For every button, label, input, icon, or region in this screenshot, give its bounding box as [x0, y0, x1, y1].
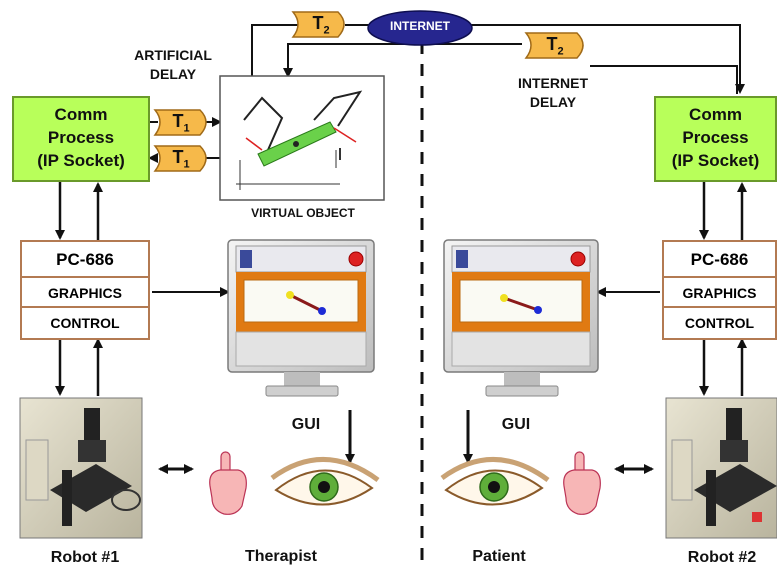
- comm-line-3: (IP Socket): [37, 151, 125, 170]
- t1-subscript: 1: [183, 158, 190, 171]
- internet-delay-line-2: DELAY: [529, 94, 577, 110]
- virtual-object-image: [219, 75, 385, 201]
- comm-line-3: (IP Socket): [671, 151, 760, 170]
- comm-line-2: Process: [47, 128, 115, 147]
- artificial-delay-label: ARTIFICIAL DELAY: [118, 46, 228, 84]
- t2-delay-icon-internet: [524, 32, 584, 59]
- comm-process-box-right: Comm Process (IP Socket): [654, 96, 777, 182]
- robot-1-label: Robot #1: [50, 549, 120, 566]
- comm-line-1: Comm: [54, 105, 108, 124]
- eye-icon-patient: [440, 457, 550, 506]
- artificial-delay-line-2: DELAY: [149, 66, 197, 82]
- t1-delay-icon-upper: [153, 109, 207, 136]
- internet-delay-label: INTERNET DELAY: [498, 74, 608, 112]
- artificial-delay-line-1: ARTIFICIAL: [134, 47, 212, 63]
- gui-label-left: GUI: [291, 416, 321, 433]
- robot-1-photo: [19, 397, 143, 539]
- t1-letter: T: [172, 111, 184, 131]
- hand-icon-therapist: [209, 451, 247, 515]
- comm-line-2: Process: [682, 128, 749, 147]
- t2-label-internet: T2: [537, 34, 573, 58]
- therapist-label: Therapist: [244, 548, 317, 565]
- t1-subscript: 1: [183, 122, 190, 135]
- t2-subscript: 2: [323, 24, 330, 37]
- comm-process-box-left: Comm Process (IP Socket): [12, 96, 150, 182]
- connector-return: [590, 65, 738, 94]
- t2-letter: T: [312, 13, 324, 33]
- gui-monitor-right: [443, 239, 599, 397]
- pc-stack-left: PC-686 GRAPHICS CONTROL: [20, 240, 150, 340]
- t1-label-upper: T1: [164, 111, 198, 135]
- internet-delay-line-1: INTERNET: [518, 75, 588, 91]
- control-label: CONTROL: [50, 315, 120, 331]
- t1-label-lower: T1: [164, 147, 198, 171]
- internet-cloud: [367, 10, 473, 46]
- pc-stack-right: PC-686 GRAPHICS CONTROL: [662, 240, 777, 340]
- hand-icon-patient: [563, 451, 601, 515]
- internet-label: INTERNET: [390, 19, 450, 33]
- t1-delay-icon-lower: [153, 145, 207, 172]
- t2-subscript: 2: [557, 45, 564, 58]
- pc-name: PC-686: [22, 242, 148, 278]
- t1-letter: T: [172, 147, 184, 167]
- gui-monitor-left: [227, 239, 375, 397]
- robot-2-photo: [665, 397, 777, 539]
- t2-label-top: T2: [304, 13, 338, 37]
- connector-top-left: [251, 24, 300, 94]
- gui-label-right: GUI: [501, 416, 531, 433]
- graphics-label: GRAPHICS: [664, 278, 775, 308]
- t2-letter: T: [546, 34, 558, 54]
- virtual-object-label: VIRTUAL OBJECT: [251, 206, 355, 220]
- robot-2-label: Robot #2: [687, 549, 757, 566]
- graphics-label: GRAPHICS: [22, 278, 148, 308]
- pc-name: PC-686: [664, 242, 775, 278]
- patient-label: Patient: [472, 548, 526, 565]
- eye-icon-therapist: [270, 457, 380, 506]
- connector-top-right: [470, 24, 745, 94]
- t2-delay-icon-top: [291, 11, 345, 38]
- comm-line-1: Comm: [689, 105, 742, 124]
- connector-return-left: [283, 43, 522, 78]
- control-label: CONTROL: [684, 315, 755, 331]
